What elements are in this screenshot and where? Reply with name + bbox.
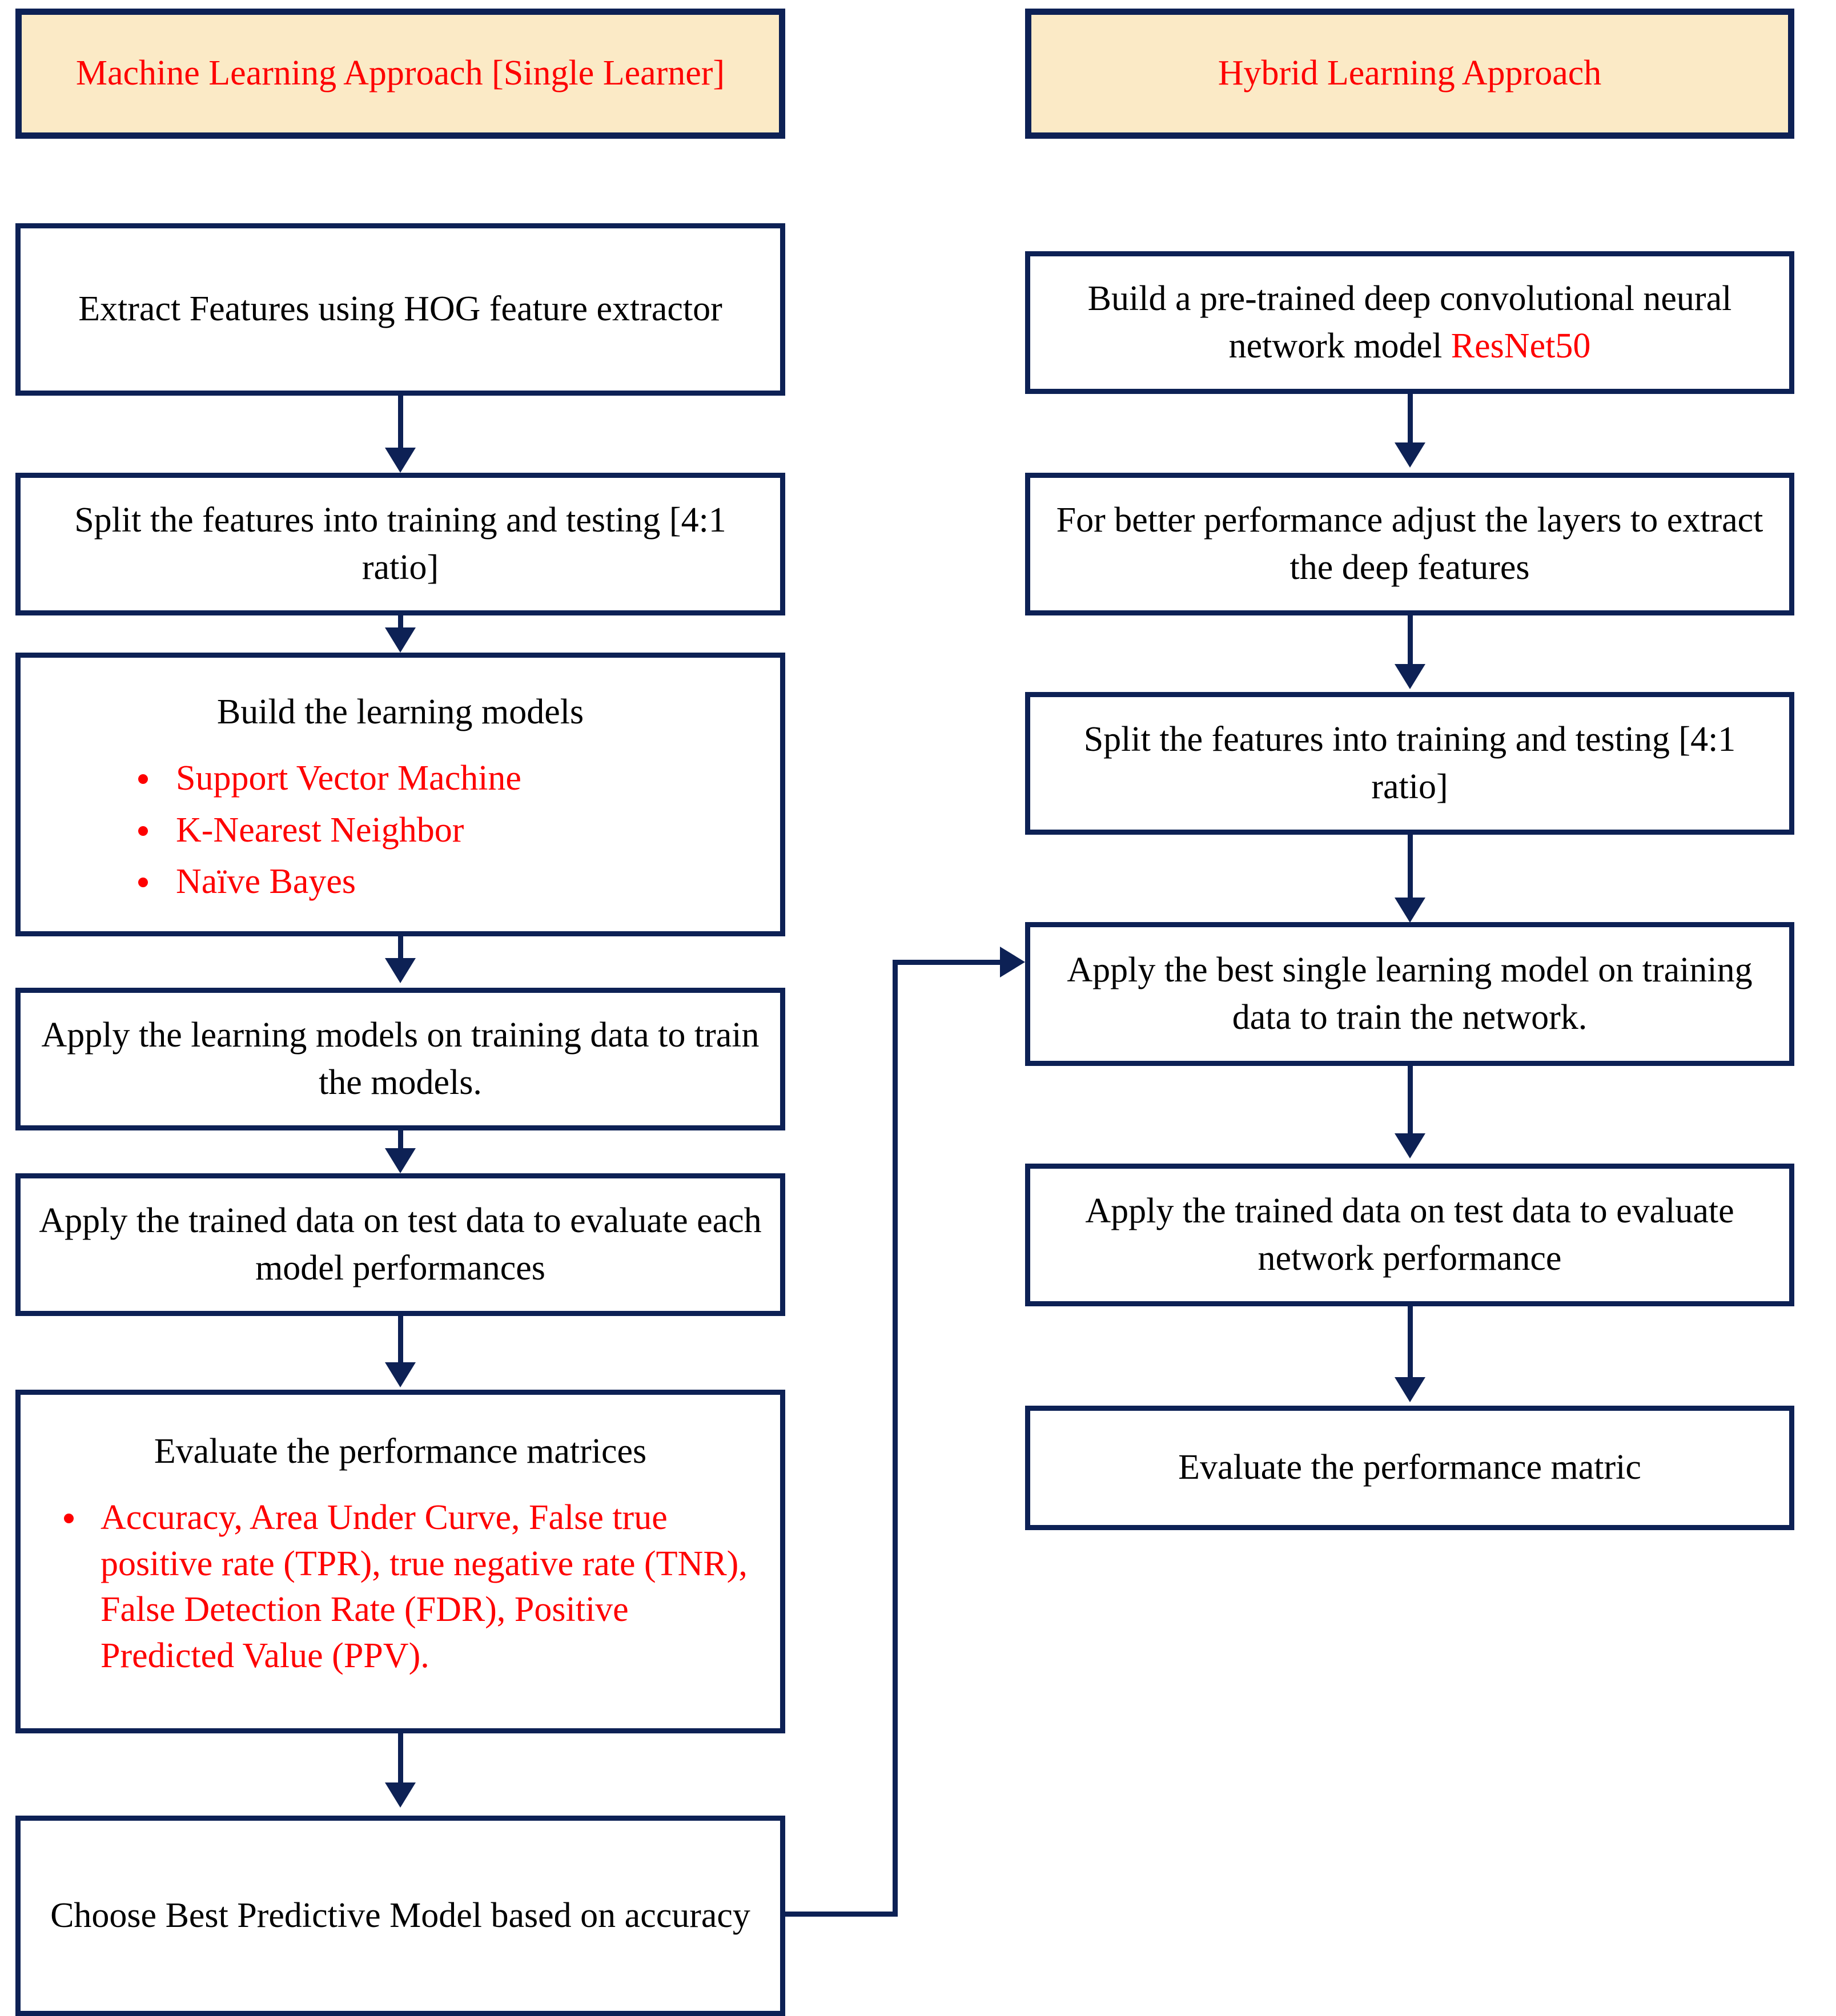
connector-ml-1-to-ml-2-line <box>398 396 403 448</box>
list-item: Accuracy, Area Under Curve, False true p… <box>55 1495 757 1679</box>
node-ml-2-label: Split the features into training and tes… <box>74 500 726 587</box>
node-hy-4-label: Apply the best single learning model on … <box>1067 950 1753 1037</box>
connector-hy-1-to-hy-2-line <box>1408 394 1413 445</box>
node-ml-4: Apply the learning models on training da… <box>15 988 785 1130</box>
connector-ml7-to-hy4-segment-across <box>893 960 1016 965</box>
connector-hy-1-to-hy-2-arrow <box>1395 442 1425 468</box>
connector-ml-3-to-ml-4-line <box>398 936 403 966</box>
header-machine-learning-approach-label: Machine Learning Approach [Single Learne… <box>75 54 725 93</box>
connector-hy-5-to-hy-6-line <box>1408 1306 1413 1384</box>
list-item: Support Vector Machine <box>121 755 780 802</box>
node-ml-3-bullet-list: Support Vector Machine K-Nearest Neighbo… <box>21 755 780 905</box>
node-hy-5-label: Apply the trained data on test data to e… <box>1085 1191 1734 1278</box>
connector-hy-5-to-hy-6-arrow <box>1395 1377 1425 1402</box>
node-ml-5-label: Apply the trained data on test data to e… <box>39 1201 762 1287</box>
node-ml-4-label: Apply the learning models on training da… <box>41 1015 760 1102</box>
node-ml-1: Extract Features using HOG feature extra… <box>15 223 785 396</box>
node-ml-7-label: Choose Best Predictive Model based on ac… <box>50 1896 750 1935</box>
connector-ml-5-to-ml-6-arrow <box>385 1362 416 1387</box>
connector-ml7-to-hy4-segment-up <box>893 960 898 1914</box>
connector-ml7-to-hy4-segment-right <box>785 1912 898 1917</box>
node-hy-1-label-accent: ResNet50 <box>1451 327 1591 365</box>
connector-hy-3-to-hy-4-arrow <box>1395 898 1425 923</box>
node-hy-1: Build a pre-trained deep convolutional n… <box>1025 251 1794 394</box>
connector-ml-6-to-ml-7-arrow <box>385 1782 416 1808</box>
connector-ml-4-to-ml-5-arrow <box>385 1148 416 1173</box>
connector-ml-1-to-ml-2-arrow <box>385 448 416 473</box>
node-ml-1-label: Extract Features using HOG feature extra… <box>78 289 722 329</box>
connector-hy-2-to-hy-3-arrow <box>1395 664 1425 689</box>
node-hy-5: Apply the trained data on test data to e… <box>1025 1164 1794 1306</box>
list-item: Naïve Bayes <box>121 859 780 905</box>
connector-ml-3-to-ml-4-arrow <box>385 958 416 983</box>
connector-hy-2-to-hy-3-line <box>1408 615 1413 667</box>
connector-ml-2-to-ml-3-arrow <box>385 627 416 653</box>
node-hy-1-label: Build a pre-trained deep convolutional n… <box>1030 275 1789 370</box>
node-hy-6: Evaluate the performance matric <box>1025 1406 1794 1530</box>
header-machine-learning-approach: Machine Learning Approach [Single Learne… <box>15 9 785 139</box>
node-ml-3: Build the learning models Support Vector… <box>15 653 785 936</box>
connector-ml7-to-hy4-arrow <box>1000 947 1025 977</box>
node-hy-6-label: Evaluate the performance matric <box>1178 1448 1641 1487</box>
header-hybrid-learning-approach: Hybrid Learning Approach <box>1025 9 1794 139</box>
connector-ml-6-to-ml-7-line <box>398 1733 403 1785</box>
node-hy-2-label: For better performance adjust the layers… <box>1056 500 1763 587</box>
connector-hy-3-to-hy-4-line <box>1408 835 1413 903</box>
node-ml-7: Choose Best Predictive Model based on ac… <box>15 1816 785 2016</box>
connector-ml-4-to-ml-5-line <box>398 1130 403 1161</box>
node-hy-2: For better performance adjust the layers… <box>1025 473 1794 615</box>
node-ml-6-label: Evaluate the performance matrices <box>154 1432 647 1471</box>
connector-ml-5-to-ml-6-line <box>398 1316 403 1367</box>
node-ml-5: Apply the trained data on test data to e… <box>15 1173 785 1316</box>
node-hy-1-label-plain: Build a pre-trained deep convolutional n… <box>1087 279 1732 365</box>
node-hy-3: Split the features into training and tes… <box>1025 692 1794 835</box>
connector-hy-4-to-hy-5-line <box>1408 1066 1413 1140</box>
list-item: K-Nearest Neighbor <box>121 807 780 854</box>
node-ml-6-bullet-list: Accuracy, Area Under Curve, False true p… <box>21 1495 780 1679</box>
node-hy-3-label: Split the features into training and tes… <box>1083 719 1736 806</box>
node-hy-4: Apply the best single learning model on … <box>1025 922 1794 1066</box>
header-hybrid-learning-approach-label: Hybrid Learning Approach <box>1218 54 1602 93</box>
node-ml-3-label: Build the learning models <box>216 693 584 731</box>
connector-hy-4-to-hy-5-arrow <box>1395 1133 1425 1158</box>
node-ml-6: Evaluate the performance matrices Accura… <box>15 1390 785 1733</box>
node-ml-2: Split the features into training and tes… <box>15 473 785 615</box>
